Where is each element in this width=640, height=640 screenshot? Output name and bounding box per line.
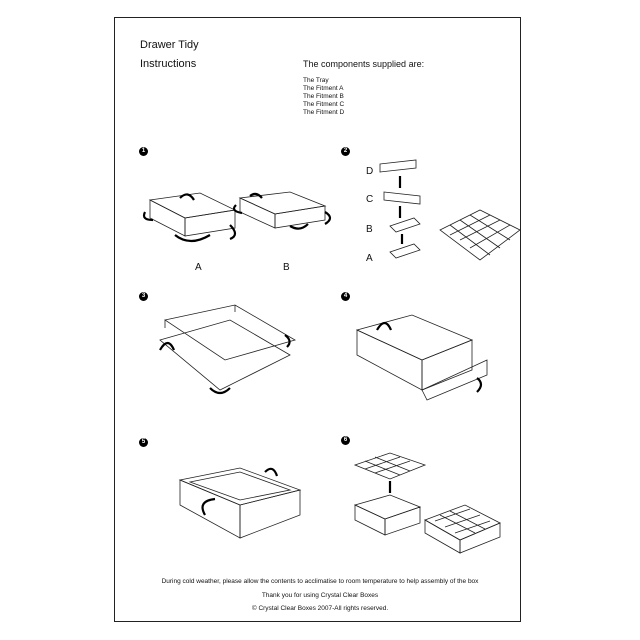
component-item: The Fitment C xyxy=(303,101,345,108)
fitment-label-b: B xyxy=(283,262,290,273)
component-item: The Tray xyxy=(303,77,329,84)
component-item: The Fitment B xyxy=(303,93,344,100)
fitment-label-b: B xyxy=(366,224,373,235)
step-6-illustration xyxy=(353,452,501,554)
step-1-illustration xyxy=(142,191,332,243)
thank-you-note: Thank you for using Crystal Clear Boxes xyxy=(261,592,379,599)
step-4-illustration xyxy=(355,314,488,401)
fitment-label-a: A xyxy=(195,262,202,273)
step-4-marker: 4 xyxy=(341,292,350,301)
step-5-illustration xyxy=(178,467,302,539)
fitment-label-d: D xyxy=(366,166,374,177)
step-3-illustration xyxy=(159,304,297,395)
instructions-heading: Instructions xyxy=(140,58,197,70)
document-title: Drawer Tidy xyxy=(140,39,199,51)
instruction-sheet xyxy=(114,17,521,622)
step-2-illustration xyxy=(379,159,521,261)
component-item: The Fitment D xyxy=(303,109,345,116)
step-5-marker: 5 xyxy=(139,438,148,447)
component-item: The Fitment A xyxy=(303,85,344,92)
step-2-marker: 2 xyxy=(341,147,350,156)
copyright-notice: © Crystal Clear Boxes 2007-All rights re… xyxy=(251,605,389,612)
cold-weather-note: During cold weather, please allow the co… xyxy=(161,578,479,585)
step-1-marker: 1 xyxy=(139,147,148,156)
step-6-marker: 6 xyxy=(341,436,350,445)
fitment-label-c: C xyxy=(366,194,374,205)
components-list: The Tray The Fitment A The Fitment B The… xyxy=(303,77,344,117)
fitment-label-a: A xyxy=(366,253,373,264)
step-3-marker: 3 xyxy=(139,292,148,301)
components-heading: The components supplied are: xyxy=(303,59,425,69)
